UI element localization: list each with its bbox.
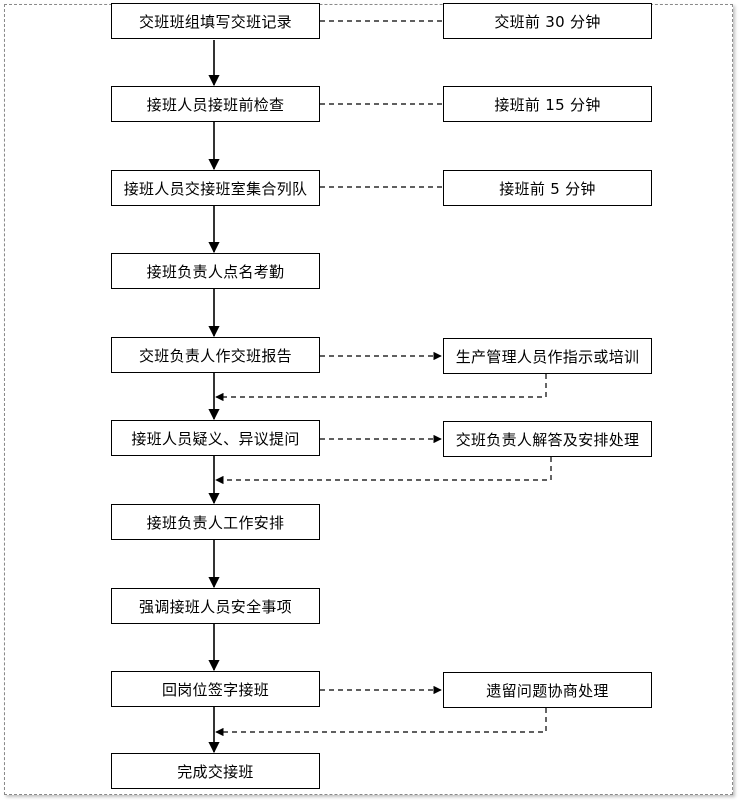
- dash-feedback2-return: [215, 457, 552, 485]
- dash-feedback1-return: [215, 374, 547, 402]
- feedback-node-2: 交班负责人解答及安排处理: [443, 421, 652, 457]
- step-node-6: 接班人员疑义、异议提问: [111, 420, 320, 456]
- step-node-10: 完成交接班: [111, 753, 320, 789]
- timing-node-2: 接班前 15 分钟: [443, 86, 652, 122]
- step-node-8: 强调接班人员安全事项: [111, 588, 320, 624]
- step-node-7: 接班负责人工作安排: [111, 504, 320, 540]
- step-node-2: 接班人员接班前检查: [111, 86, 320, 122]
- step-node-9: 回岗位签字接班: [111, 671, 320, 707]
- step-node-5: 交班负责人作交班报告: [111, 337, 320, 373]
- step-node-1: 交班班组填写交班记录: [111, 3, 320, 39]
- diagram-frame: [4, 4, 733, 795]
- dash-feedback3-return: [215, 708, 547, 737]
- feedback-node-1: 生产管理人员作指示或培训: [443, 338, 652, 374]
- feedback-node-3: 遗留问题协商处理: [443, 672, 652, 708]
- step-node-4: 接班负责人点名考勤: [111, 253, 320, 289]
- timing-node-1: 交班前 30 分钟: [443, 3, 652, 39]
- timing-node-3: 接班前 5 分钟: [443, 170, 652, 206]
- step-node-3: 接班人员交接班室集合列队: [111, 170, 320, 206]
